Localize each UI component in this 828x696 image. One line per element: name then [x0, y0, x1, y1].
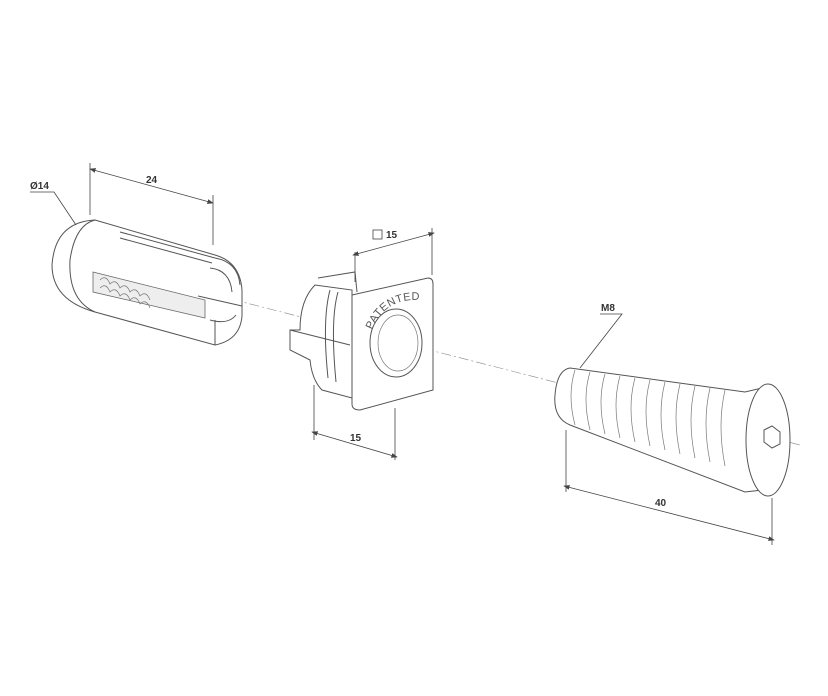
- sleeve-length-label: 24: [146, 175, 158, 186]
- sleeve-length-dimension: 24: [89, 163, 214, 245]
- nut-square-dimension: 15: [352, 228, 435, 282]
- screw-thread-callout: M8: [579, 303, 623, 369]
- hex-socket-icon: [763, 425, 781, 449]
- countersunk-screw-part: [554, 367, 791, 497]
- nut-depth-label: 15: [350, 433, 362, 444]
- nut-depth-dimension: 15: [311, 385, 398, 460]
- sleeve-diameter-label: Ø14: [30, 181, 49, 192]
- center-axis-line: [109, 267, 801, 446]
- nut-square-size-label: 15: [386, 230, 398, 241]
- screw-thread-label: M8: [601, 303, 615, 314]
- square-nut-part: PATENTED: [289, 271, 434, 411]
- square-symbol-icon: [372, 229, 383, 240]
- screw-length-dimension: 40: [563, 430, 775, 545]
- split-sleeve-part: [51, 219, 243, 346]
- sleeve-diameter-callout: Ø14: [30, 181, 77, 226]
- screw-length-label: 40: [655, 498, 667, 509]
